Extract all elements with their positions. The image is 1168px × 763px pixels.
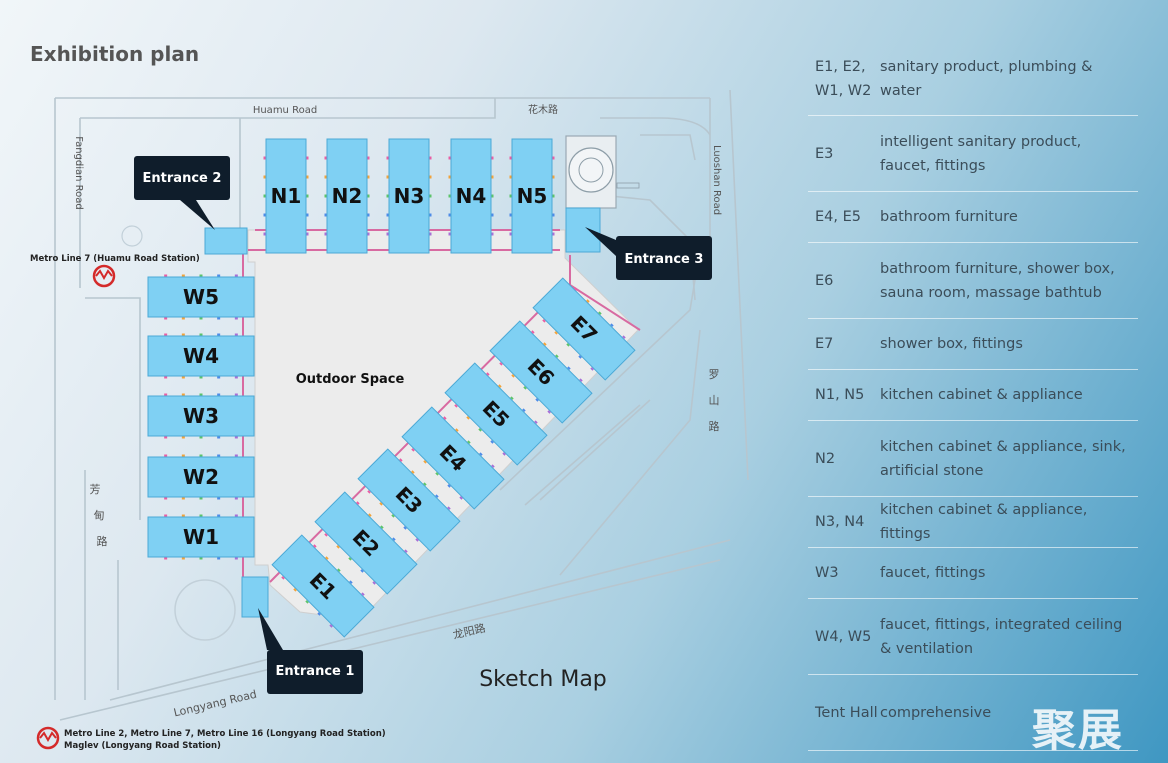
legend-category: bathroom furniture [880, 209, 1018, 225]
hall-e2[interactable]: E2 [313, 490, 418, 595]
entrance-1-gate[interactable] [241, 576, 269, 618]
metro-top-label: Metro Line 7 (Huamu Road Station) [30, 254, 200, 264]
road-huamu-en: Huamu Road [253, 105, 317, 116]
legend-hall-names: E6 [815, 272, 834, 289]
road-huamu-cn: 花木路 [528, 103, 558, 116]
hall-e7[interactable]: E7 [531, 276, 636, 381]
legend-hall-names: E4, E5 [815, 209, 861, 225]
road-fangdian-cn-3: 路 [97, 535, 108, 548]
road-fangdian-en: Fangdian Road [73, 136, 84, 210]
legend-row: E3 intelligent sanitary product, faucet, … [808, 116, 1138, 192]
legend-category: faucet, fittings, integrated ceiling & v… [880, 616, 1123, 657]
legend-hall-names: N3, N4 [815, 514, 865, 530]
legend-hall-names: E3 [815, 145, 834, 162]
hall-e3[interactable]: E3 [356, 447, 461, 552]
hall-label: N4 [456, 184, 487, 208]
tower-inner-circle [578, 157, 604, 183]
page-title: Exhibition plan [30, 42, 200, 66]
hall-n1[interactable]: N1 [263, 138, 309, 254]
metro-logo-bottom-icon [36, 726, 60, 750]
road-luoshan-en: Luoshan Road [711, 145, 722, 215]
road-outlines [54, 89, 749, 721]
hall-label: N3 [394, 184, 425, 208]
legend-row: W3 faucet, fittings [808, 548, 1138, 599]
roundabout [174, 579, 236, 641]
entrance-2-callout[interactable]: Entrance 2 [134, 156, 230, 230]
hall-n2[interactable]: N2 [324, 138, 370, 254]
road-luoshan-cn-2: 山 [709, 394, 720, 407]
metro-bottom-label-1: Metro Line 2, Metro Line 7, Metro Line 1… [64, 729, 386, 739]
hall-label: W5 [183, 285, 219, 309]
legend-category: faucet, fittings [880, 565, 986, 581]
hall-e5[interactable]: E5 [443, 361, 548, 466]
roundabout-small [121, 225, 143, 247]
legend-row: E4, E5 bathroom furniture [808, 192, 1138, 243]
road-longyang-en: Longyang Road [172, 688, 258, 720]
hall-w3[interactable]: W3 [147, 393, 255, 439]
outdoor-space-label: Outdoor Space [296, 372, 405, 387]
hall-e4[interactable]: E4 [400, 405, 505, 510]
legend-row: E6 bathroom furniture, shower box, sauna … [808, 243, 1138, 319]
legend-category: kitchen cabinet & appliance [880, 387, 1083, 403]
legend-hall-names: E7 [815, 336, 834, 352]
road-luoshan-cn-1: 罗 [709, 368, 720, 381]
hall-w1[interactable]: W1 [147, 514, 255, 560]
legend-hall-names: Tent Hall [815, 704, 878, 721]
watermark-logo: 聚展 [1032, 705, 1124, 756]
hall-label: W4 [183, 344, 219, 368]
hall-label: N1 [271, 184, 302, 208]
legend-row: N3, N4 kitchen cabinet & appliance, fitti… [808, 497, 1138, 548]
entrance-3-callout[interactable]: Entrance 3 [585, 227, 712, 280]
hall-n4[interactable]: N4 [448, 138, 494, 254]
legend-category: kitchen cabinet & appliance, sink, artif… [880, 438, 1126, 479]
legend-category: shower box, fittings [880, 336, 1023, 352]
metro-logo-top-icon [92, 264, 116, 288]
legend-row: W4, W5 faucet, fittings, integrated ceili… [808, 599, 1138, 675]
legend-category: intelligent sanitary product, faucet, fi… [880, 133, 1082, 174]
north-halls: N1 N2 N3 N4 N5 [263, 138, 555, 254]
entrance-1-callout[interactable]: Entrance 1 [258, 608, 363, 694]
entrance-2-label: Entrance 2 [143, 171, 222, 186]
hall-label: W2 [183, 465, 219, 489]
metro-bottom-label-2: Maglev (Longyang Road Station) [64, 741, 221, 751]
legend-row: E7 shower box, fittings [808, 319, 1138, 370]
map-caption: Sketch Map [479, 667, 607, 692]
hall-e6[interactable]: E6 [488, 319, 593, 424]
hall-e1[interactable]: E1 [270, 533, 375, 638]
legend-category: sanitary product, plumbing & water [880, 58, 1093, 99]
hall-label: W1 [183, 525, 219, 549]
stairs [616, 182, 640, 189]
entrance-3-gate[interactable] [565, 207, 601, 253]
hall-label: W3 [183, 404, 219, 428]
entrance-2-gate[interactable] [204, 227, 248, 255]
hall-n3[interactable]: N3 [386, 138, 432, 254]
legend-row: N1, N5 kitchen cabinet & appliance [808, 370, 1138, 421]
road-fangdian-cn-1: 芳 [90, 482, 101, 496]
hall-label: N5 [517, 184, 548, 208]
hall-n5[interactable]: N5 [509, 138, 555, 254]
legend-hall-names: W4, W5 [815, 628, 872, 645]
legend-hall-names: N1, N5 [815, 387, 865, 403]
hall-label: N2 [332, 184, 363, 208]
legend-category: kitchen cabinet & appliance, fittings [880, 502, 1088, 542]
legend-row: N2 kitchen cabinet & appliance, sink, art… [808, 421, 1138, 497]
legend-hall-names: W3 [815, 565, 839, 581]
hall-w5[interactable]: W5 [147, 274, 255, 320]
legend-hall-names: E1, E2, W1, W2 [815, 58, 872, 99]
legend-category: comprehensive [880, 704, 992, 721]
legend-category: bathroom furniture, shower box, sauna ro… [880, 260, 1115, 301]
road-fangdian-cn-2: 甸 [94, 509, 105, 522]
legend-hall-names: N2 [815, 450, 836, 467]
entrance-3-label: Entrance 3 [625, 252, 704, 267]
entrance-1-label: Entrance 1 [276, 664, 355, 679]
road-luoshan-cn-3: 路 [709, 420, 720, 433]
hall-w4[interactable]: W4 [147, 333, 255, 379]
hall-w2[interactable]: W2 [147, 454, 255, 500]
